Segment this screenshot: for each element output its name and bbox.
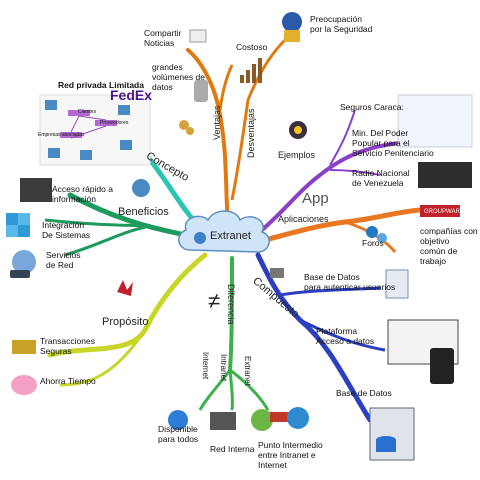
compuesto-plataforma: Plataforma Acceso a datos (316, 326, 375, 346)
beneficios-label: Beneficios (118, 206, 169, 218)
ejemplos-label: Ejemplos (278, 150, 316, 160)
examples-lightbulb-icon (289, 121, 307, 139)
ejemplo-radio-nacional: Radio Nacional de Venezuela (352, 168, 410, 188)
aplicacion-companias: compañías con objetivo común de trabajo (420, 226, 478, 266)
branch-diferencia (228, 256, 234, 372)
network-node-clientes: Clientes (78, 109, 97, 115)
database-icon (194, 80, 208, 102)
piggy-bank-icon (11, 375, 37, 395)
desventaja-seguridad: Preocupación por la Seguridad (310, 14, 373, 34)
aplicacion-foros: Foros (362, 238, 384, 248)
ventaja-grandes-volumenes: grandes volúmenes de datos (152, 62, 205, 92)
diferencia-label: Diferencia (226, 284, 236, 325)
compuesto-tools-icon (270, 268, 284, 278)
branch-aplicaciones (262, 207, 423, 243)
internal-network-icon (210, 412, 236, 430)
beneficio-acceso-rapido: Acceso rápido a información (52, 184, 113, 204)
diferencia-intranet-label: Intranet (219, 354, 228, 382)
proposito-label: Propósito (102, 316, 149, 328)
gears-icon (179, 120, 194, 135)
ejemplo-seguros-caracas: Seguros Caraca: (340, 102, 404, 112)
branch-ejemplos (260, 140, 412, 232)
diferencia-disponible: Disponible para todos (158, 424, 199, 444)
beneficio-servicios-red: Servicios de Red (46, 250, 81, 270)
groupware-logo (420, 205, 460, 217)
news-document-icon (189, 29, 207, 43)
compuesto-base-datos: Base de Datos (336, 388, 392, 398)
integration-puzzle-icon (6, 213, 30, 237)
brand-fedex-logo: FedEx (110, 87, 153, 103)
diferencia-internet-label: Internet (201, 352, 210, 380)
ventajas-label: Ventajas (212, 105, 222, 140)
proposito-ahorra-tiempo: Ahorra Tiempo (40, 376, 96, 386)
ejemplo-ministerio: Min. Del Poder Popular para el Servicio … (352, 128, 434, 158)
globe-icon (168, 410, 188, 430)
groupware-logo-text: GROUPWARE (424, 209, 464, 215)
forums-people-icon (366, 226, 387, 243)
app-word: App (302, 190, 329, 207)
diferencia-red-interna: Red Interna (210, 444, 255, 454)
coins-chart-icon (240, 58, 262, 83)
ventaja-compartir-noticias: Compartir Noticias (144, 28, 182, 48)
desventajas-label: Desventajas (246, 108, 256, 158)
access-image-icon (20, 178, 52, 202)
security-question-icon (282, 12, 302, 42)
database-server-icon (369, 407, 415, 461)
network-diagram-icon (39, 94, 151, 166)
platform-screens-icon (387, 319, 459, 384)
diferencia-punto-intermedio: Punto Intermedio entre Intranet e Intern… (258, 440, 323, 470)
center-cloud (178, 210, 270, 253)
center-label: Extranet (210, 230, 251, 242)
desventaja-costoso: Costoso (236, 42, 268, 52)
aplicaciones-label: Aplicaciones (278, 214, 329, 224)
network-node-proveedores: Proveedores (100, 120, 129, 126)
user-auth-device-icon (385, 269, 409, 299)
compuesto-bd-autenticar: Base de Datos para autenticar usuarios (304, 272, 396, 292)
radio-nacional-screenshot (418, 162, 472, 188)
intranet-extranet-logo-icon (251, 407, 309, 431)
beneficio-integracion: Integración De Sistemas (42, 220, 91, 240)
branch-ventajas (186, 48, 230, 224)
seguros-caracas-screenshot (397, 94, 473, 148)
concepto-heading: Red privada Limitada (58, 80, 144, 90)
proposito-transacciones: Transacciones Seguras (40, 336, 95, 356)
diferencia-extranet-label: Extranet (243, 356, 252, 386)
scale-icon (12, 340, 36, 354)
target-icon (117, 280, 133, 296)
network-node-empresas: Empresas asociadas (38, 132, 85, 138)
network-services-icon (10, 250, 36, 278)
not-equal-symbol: ≠ (208, 288, 221, 313)
beneficios-person-icon (132, 179, 150, 197)
